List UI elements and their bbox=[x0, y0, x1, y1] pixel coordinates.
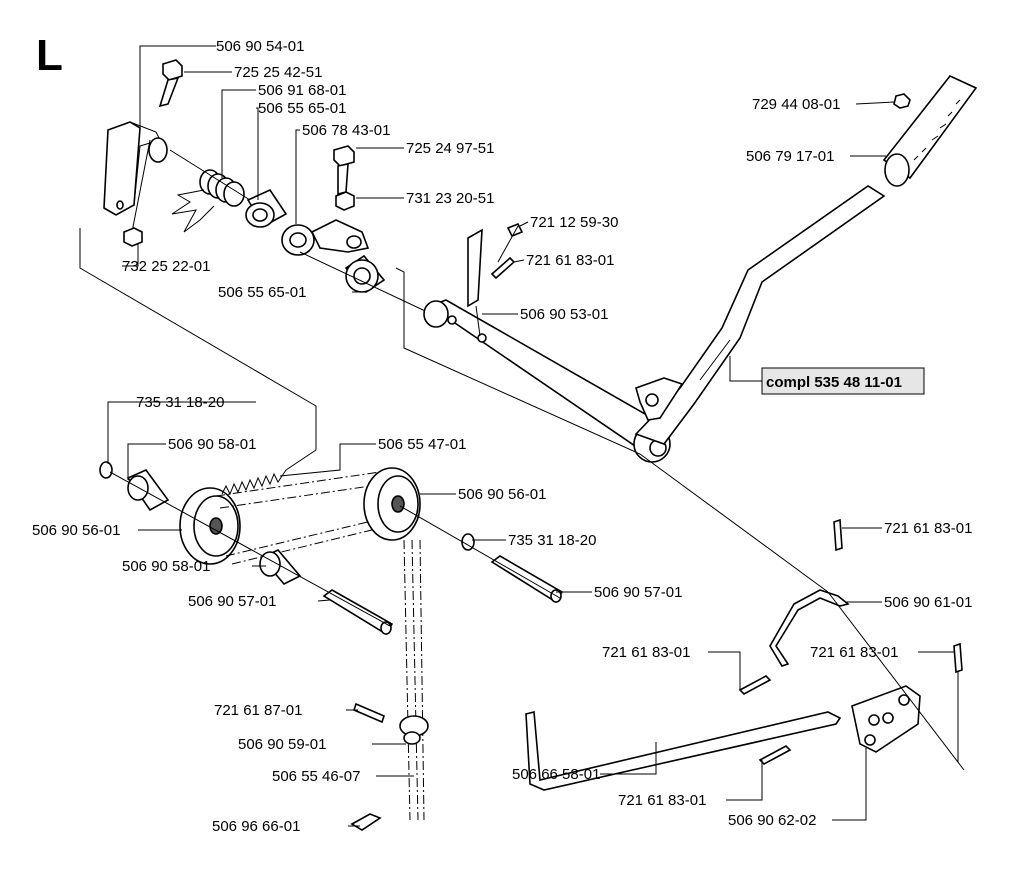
section-letter: L bbox=[36, 31, 63, 80]
label-735311820-a: 735 31 18-20 bbox=[136, 394, 224, 411]
nut-731 bbox=[335, 191, 355, 211]
label-725249751: 725 24 97-51 bbox=[406, 140, 494, 157]
label-506554701: 506 55 47-01 bbox=[378, 436, 466, 453]
bolt-top bbox=[162, 59, 183, 81]
label-506556501-lower: 506 55 65-01 bbox=[218, 284, 306, 301]
label-735311820-b: 735 31 18-20 bbox=[508, 532, 596, 549]
tension-spring bbox=[221, 469, 287, 496]
label-506916801: 506 91 68-01 bbox=[258, 82, 346, 99]
torsion-spring bbox=[171, 169, 245, 233]
pin-left bbox=[322, 589, 394, 636]
routing-line-right bbox=[395, 267, 829, 593]
assembly-callout: compl 535 48 11-01 bbox=[761, 367, 925, 395]
routing-line-top bbox=[79, 228, 317, 450]
grip-opening bbox=[884, 153, 910, 187]
label-506905601-right: 506 90 56-01 bbox=[458, 486, 546, 503]
label-506784301: 506 78 43-01 bbox=[302, 122, 390, 139]
label-506905801-b: 506 90 58-01 bbox=[122, 558, 210, 575]
label-506906101: 506 90 61-01 bbox=[884, 594, 972, 611]
label-506906202: 506 90 62-02 bbox=[728, 812, 816, 829]
retaining-ring-left bbox=[99, 461, 113, 479]
label-506969601: 506 96 66-01 bbox=[212, 818, 300, 835]
label-506905701-right: 506 90 57-01 bbox=[594, 584, 682, 601]
label-721618301-e: 721 61 83-01 bbox=[618, 792, 706, 809]
long-rod bbox=[525, 710, 842, 791]
lever-handle-assembly bbox=[423, 75, 978, 463]
label-721618301-c: 721 61 83-01 bbox=[602, 644, 690, 661]
bracket-group bbox=[103, 59, 441, 319]
hair-pin-clip bbox=[350, 813, 382, 831]
spacer-lower bbox=[259, 551, 281, 577]
label-721618301-a: 721 61 83-01 bbox=[526, 252, 614, 269]
assembly-label: compl 535 48 11-01 bbox=[766, 374, 902, 391]
label-721618301-d: 721 61 83-01 bbox=[810, 644, 898, 661]
label-506905801-a: 506 90 58-01 bbox=[168, 436, 256, 453]
label-506905301: 506 90 53-01 bbox=[520, 306, 608, 323]
label-506556501-top: 506 55 65-01 bbox=[258, 100, 346, 117]
part-labels: 506 90 54-01 725 25 42-51 506 91 68-01 5… bbox=[32, 38, 972, 835]
linkage-rod-assembly bbox=[525, 518, 965, 791]
label-731232051: 731 23 20-51 bbox=[406, 190, 494, 207]
pulley-assembly bbox=[99, 449, 564, 821]
label-506905701-left: 506 90 57-01 bbox=[188, 593, 276, 610]
label-506791701: 506 79 17-01 bbox=[746, 148, 834, 165]
label-506554607: 506 55 46-07 bbox=[272, 768, 360, 785]
leader-lines bbox=[107, 45, 954, 827]
label-725254251: 725 25 42-51 bbox=[234, 64, 322, 81]
lever-arm bbox=[634, 185, 886, 445]
label-506905901: 506 90 59-01 bbox=[238, 736, 326, 753]
assembly-label-box bbox=[761, 367, 925, 395]
bracket-hole bbox=[148, 137, 168, 163]
linkage-rod bbox=[769, 589, 850, 667]
spacer-left bbox=[127, 475, 149, 501]
nut-732 bbox=[123, 227, 143, 247]
label-721618701: 721 61 87-01 bbox=[214, 702, 302, 719]
label-721618301-b: 721 61 83-01 bbox=[884, 520, 972, 537]
label-729440801: 729 44 08-01 bbox=[752, 96, 840, 113]
label-506666801: 506 66 58-01 bbox=[512, 766, 600, 783]
label-732252201: 732 25 22-01 bbox=[122, 258, 210, 275]
label-721125930: 721 12 59-30 bbox=[530, 214, 618, 231]
label-506905401: 506 90 54-01 bbox=[216, 38, 304, 55]
label-506905601-left: 506 90 56-01 bbox=[32, 522, 120, 539]
